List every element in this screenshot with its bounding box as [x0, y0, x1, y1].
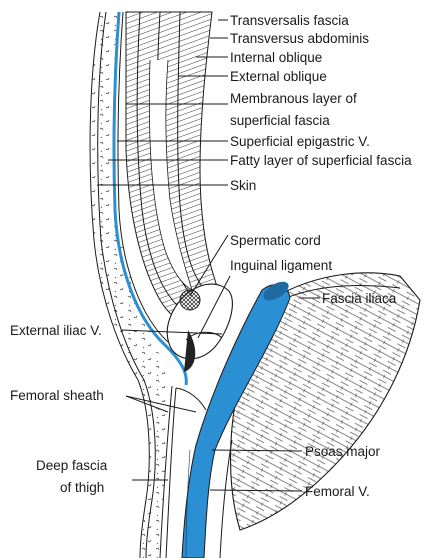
label-membranous-layer-1: Membranous layer of	[230, 91, 357, 106]
label-transversalis-fascia: Transversalis fascia	[230, 13, 349, 28]
label-psoas-major: Psoas major	[305, 444, 381, 459]
label-femoral-v: Femoral V.	[305, 484, 370, 499]
abdominal-wall-muscles	[126, 12, 218, 324]
label-inguinal-ligament: Inguinal ligament	[230, 258, 332, 273]
label-superficial-epigastric-v: Superficial epigastric V.	[230, 134, 370, 149]
label-internal-oblique: Internal oblique	[230, 50, 322, 65]
label-deep-fascia-1: Deep fascia	[36, 458, 108, 473]
spermatic-cord-shape	[180, 290, 200, 310]
label-external-oblique: External oblique	[230, 69, 327, 84]
label-spermatic-cord: Spermatic cord	[230, 233, 321, 248]
label-fatty-layer: Fatty layer of superficial fascia	[230, 153, 412, 168]
label-deep-fascia-2: of thigh	[60, 480, 104, 495]
label-fascia-iliaca: Fascia iliaca	[322, 291, 397, 306]
label-skin: Skin	[230, 178, 256, 193]
label-external-iliac-v: External iliac V.	[10, 323, 102, 338]
label-femoral-sheath: Femoral sheath	[10, 388, 104, 403]
label-membranous-layer-2: superficial fascia	[230, 113, 330, 128]
label-transversus-abdominis: Transversus abdominis	[230, 31, 369, 46]
